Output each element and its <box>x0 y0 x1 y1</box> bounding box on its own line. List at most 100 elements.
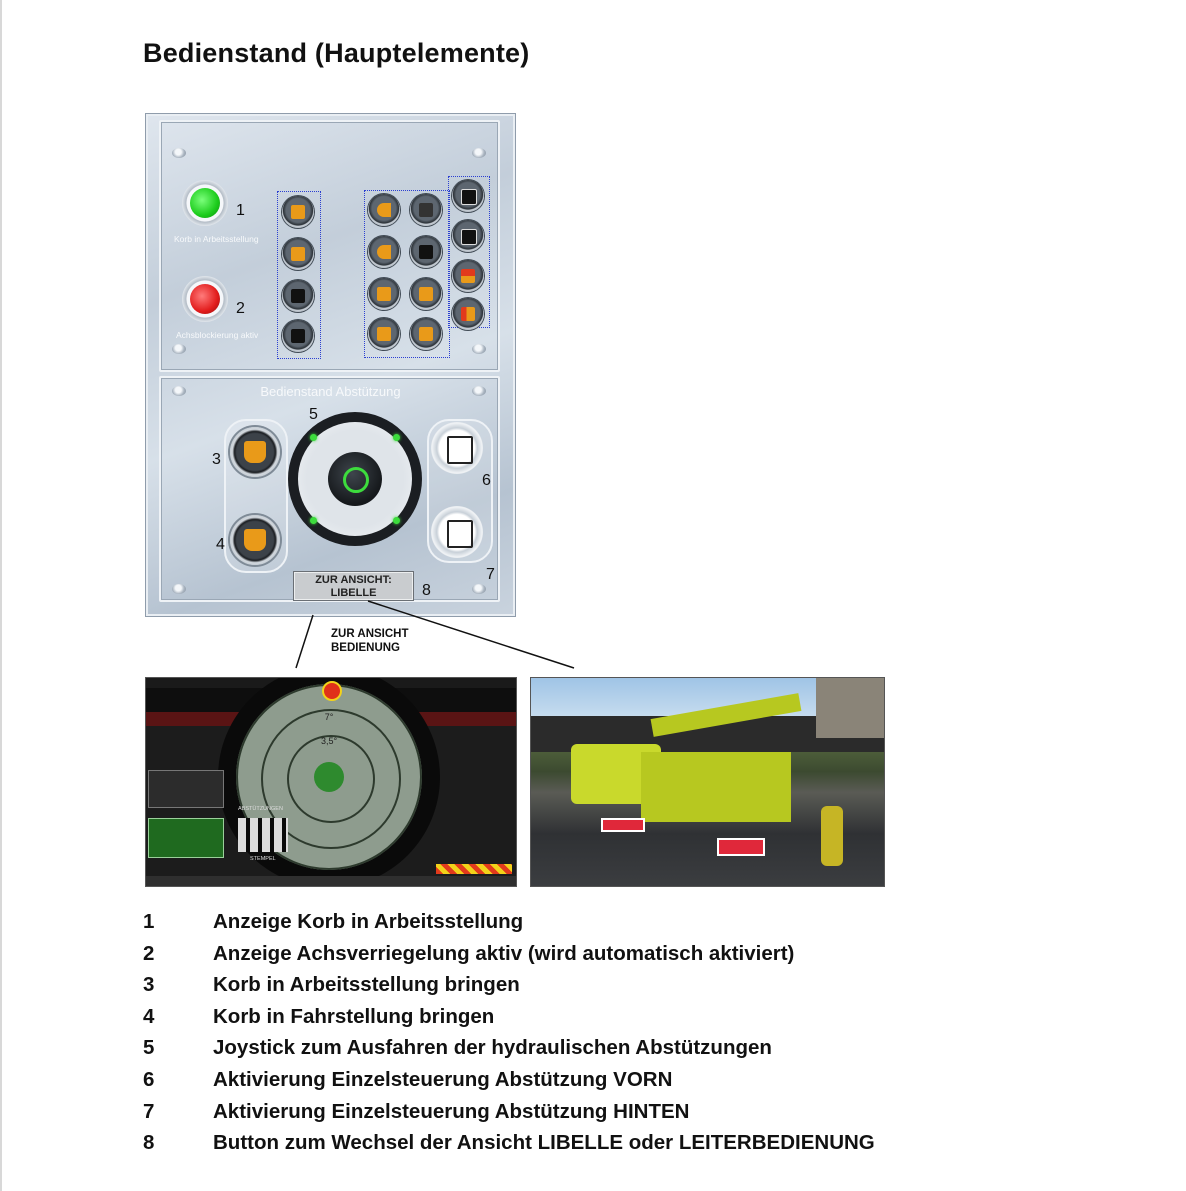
axle-lock-indicator <box>182 276 228 322</box>
label-5: 5 <box>309 406 318 423</box>
status-dot <box>310 517 317 524</box>
legend-text: Anzeige Korb in Arbeitsstellung <box>213 910 524 933</box>
step-in-button[interactable] <box>452 220 484 252</box>
light-off-icon <box>377 245 391 259</box>
button-group-middle <box>364 190 450 358</box>
flag-upper-button[interactable] <box>452 260 484 292</box>
step-in-icon <box>461 229 477 245</box>
screw-icon <box>472 386 486 396</box>
number-7-button[interactable] <box>410 194 442 226</box>
lock-right-button[interactable] <box>410 318 442 350</box>
screw-icon <box>172 148 186 158</box>
joystick-ring-icon <box>343 467 369 493</box>
arm-angle-icon <box>419 245 433 259</box>
light-on-button[interactable] <box>368 194 400 226</box>
step-out-icon <box>461 189 477 205</box>
basket-rotate-button[interactable] <box>282 196 314 228</box>
panel-upper-section <box>159 120 500 372</box>
legend-number: 1 <box>143 910 155 933</box>
legend-text: Korb in Arbeitsstellung bringen <box>213 973 520 997</box>
flag-icon <box>461 307 475 321</box>
indicator-2-caption: Achsblockierung aktiv <box>176 330 259 340</box>
outrigger-rear-icon <box>447 520 473 548</box>
lock-icon <box>419 327 433 341</box>
legend-text: Button zum Wechsel der Ansicht LIBELLE o… <box>213 1131 875 1155</box>
lock-icon <box>377 327 391 341</box>
ladder-lower-icon <box>291 329 305 343</box>
brand-logo-icon <box>322 681 342 701</box>
outrigger-gauges <box>238 818 288 852</box>
legend-number: 4 <box>143 1004 155 1028</box>
ladder-raise-button[interactable] <box>282 280 314 312</box>
legend-number: 7 <box>143 1099 155 1123</box>
basket-tilt-icon <box>291 247 305 261</box>
outrigger-joystick[interactable] <box>288 412 422 546</box>
outrigger-front-button[interactable] <box>431 422 483 474</box>
arm-angle-button[interactable] <box>410 236 442 268</box>
basket-travel-position-button[interactable] <box>230 515 280 565</box>
ladder-lower-button[interactable] <box>282 320 314 352</box>
screw-icon <box>172 344 186 354</box>
label-4: 4 <box>216 536 225 553</box>
outrigger-front-icon <box>447 436 473 464</box>
outrigger-rear-button[interactable] <box>431 506 483 558</box>
screw-icon <box>172 386 186 396</box>
lock-icon <box>377 287 391 301</box>
bubble-ring-3-5 <box>287 735 375 823</box>
light-icon <box>377 203 391 217</box>
hazard-strip <box>436 864 512 874</box>
basket-up-icon <box>244 441 266 463</box>
label-8: 8 <box>422 582 431 599</box>
bubble-ring-7 <box>261 709 401 849</box>
flag-lower-button[interactable] <box>452 298 484 330</box>
indicator-1-caption: Korb in Arbeitsstellung <box>174 234 259 244</box>
screw-icon <box>172 584 186 594</box>
label-2: 2 <box>236 300 245 317</box>
lock-left-button[interactable] <box>368 318 400 350</box>
light-off-button[interactable] <box>368 236 400 268</box>
info-box <box>148 770 224 808</box>
label-7: 7 <box>486 566 495 583</box>
panel-lower-section <box>159 376 500 602</box>
basket-tilt-button[interactable] <box>282 238 314 270</box>
step-out-button[interactable] <box>452 180 484 212</box>
firefighter <box>821 806 843 866</box>
page-edge <box>0 0 2 1191</box>
view-callout: ZUR ANSICHT BEDIENUNG <box>331 627 409 655</box>
ring-label-3-5: 3,5° <box>320 736 338 746</box>
button-group-left <box>277 191 321 359</box>
unlock-left-button[interactable] <box>368 278 400 310</box>
flag-icon <box>461 269 475 283</box>
outrigger-pad <box>717 838 765 856</box>
legend-number: 8 <box>143 1131 155 1155</box>
bubble-icon <box>314 762 344 792</box>
basket-rotate-icon <box>291 205 305 219</box>
callout-line1: ZUR ANSICHT <box>331 628 409 640</box>
status-dot <box>310 434 317 441</box>
view-button-line1: ZUR ANSICHT: <box>315 574 392 586</box>
legend-number: 3 <box>143 973 155 997</box>
legend-text: Joystick zum Ausfahren der hydraulischen… <box>213 1036 772 1060</box>
label-1: 1 <box>236 202 245 219</box>
legend-number: 2 <box>143 941 155 965</box>
view-button-line2: LIBELLE <box>330 587 377 599</box>
callout-line2: BEDIENUNG <box>331 642 401 654</box>
bottom-button-bar[interactable] <box>146 876 516 886</box>
basket-working-position-button[interactable] <box>230 427 280 477</box>
outriggers-label: ABSTÜTZUNGEN <box>238 806 283 812</box>
unlock-right-button[interactable] <box>410 278 442 310</box>
legend-text: Anzeige Achsverriegelung aktiv (wird aut… <box>213 941 795 965</box>
green-lamp-icon <box>190 188 220 218</box>
legend-number: 6 <box>143 1067 155 1091</box>
view-libelle-button[interactable]: ZUR ANSICHT: LIBELLE <box>293 571 414 601</box>
status-dot <box>393 434 400 441</box>
truck-body <box>641 752 791 822</box>
label-3: 3 <box>212 451 221 468</box>
legend-number: 5 <box>143 1036 155 1060</box>
legend-text: Korb in Fahrstellung bringen <box>213 1004 495 1028</box>
screw-icon <box>472 584 486 594</box>
page-title: Bedienstand (Hauptelemente) <box>143 38 530 68</box>
system-status-box <box>148 818 224 858</box>
legend-text: Aktivierung Einzelsteuerung Abstützung H… <box>213 1099 690 1123</box>
red-lamp-icon <box>190 284 220 314</box>
